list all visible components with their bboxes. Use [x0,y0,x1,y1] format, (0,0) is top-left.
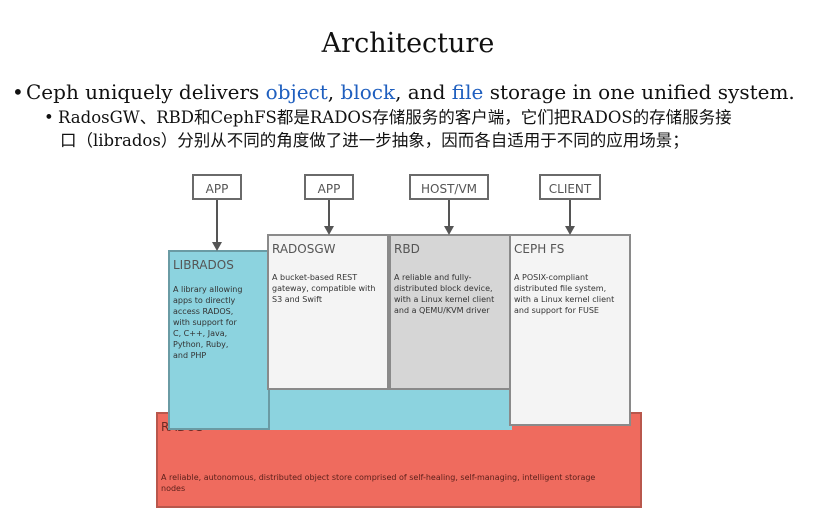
rbd-block: RBD A reliable and fully- distributed bl… [389,234,511,390]
rbd-desc-line: distributed block device, [394,284,493,293]
bullet1-text-end: storage in one unified system. [483,80,795,104]
librados-desc-line: A library allowing [173,285,243,294]
arrow-app-to-librados [216,200,218,243]
keyword-file: file [451,80,484,104]
bullet-dot: • [12,80,24,104]
keyword-block: block [340,80,396,104]
top-box-host-vm: HOST/VM [409,174,489,200]
cephfs-desc-line: and support for FUSE [514,306,599,315]
librados-desc-line: C, C++, Java, [173,329,228,338]
cephfs-label: CEPH FS [514,242,565,256]
arrow-head [565,226,575,235]
cephfs-block: CEPH FS A POSIX-compliant distributed fi… [509,234,631,426]
rbd-desc-line: with a Linux kernel client [394,295,495,304]
librados-desc-line: access RADOS, [173,307,234,316]
radosgw-desc-line: gateway, compatible with [272,284,376,293]
top-box-client: CLIENT [539,174,601,200]
bullet2-line1-text: RadosGW、RBD和CephFS都是RADOS存储服务的客户端，它们把RAD… [58,108,732,127]
radosgw-desc-line: S3 and Swift [272,295,322,304]
librados-desc-line: and PHP [173,351,207,360]
top-box-app-2: APP [304,174,354,200]
arrow-head [324,226,334,235]
librados-desc-line: Python, Ruby, [173,340,229,349]
librados-desc-line: apps to directly [173,296,236,305]
bullet-clients-description: •RadosGW、RBD和CephFS都是RADOS存储服务的客户端，它们把RA… [44,106,814,152]
rbd-description: A reliable and fully- distributed block … [394,272,494,316]
rados-desc-line: nodes [161,484,186,493]
librados-label: LIBRADOS [173,258,234,272]
librados-description: A library allowing apps to directly acce… [173,284,242,361]
rbd-label: RBD [394,242,420,256]
rbd-desc-line: and a QEMU/KVM driver [394,306,490,315]
ceph-architecture-diagram: APP APP HOST/VM CLIENT RADOS A reliable,… [150,168,650,513]
rbd-desc-line: A reliable and fully- [394,273,472,282]
bullet1-text-start: Ceph uniquely delivers [26,80,266,104]
arrow-head [212,242,222,251]
arrow-host-to-rbd [448,200,450,227]
cephfs-desc-line: with a Linux kernel client [514,295,615,304]
bullet-unified-storage: •Ceph uniquely delivers object, block, a… [12,80,812,104]
radosgw-desc-line: A bucket-based REST [272,273,358,282]
slide-title: Architecture [321,28,495,59]
arrow-client-to-cephfs [569,200,571,227]
bullet2-line1: •RadosGW、RBD和CephFS都是RADOS存储服务的客户端，它们把RA… [44,106,814,129]
librados-desc-line: with support for [173,318,237,327]
cephfs-desc-line: distributed file system, [514,284,607,293]
radosgw-description: A bucket-based REST gateway, compatible … [272,272,375,305]
bullet2-line2: 口（librados）分别从不同的角度做了进一步抽象，因而各自适用于不同的应用场… [60,131,689,150]
arrow-app-to-radosgw [328,200,330,227]
arrow-head [444,226,454,235]
keyword-object: object [265,80,328,104]
rados-description: A reliable, autonomous, distributed obje… [161,472,595,494]
radosgw-block: RADOSGW A bucket-based REST gateway, com… [267,234,389,390]
rados-desc-line: A reliable, autonomous, distributed obje… [161,473,596,482]
bullet1-sep2: , and [395,80,452,104]
bullet1-sep1: , [327,80,341,104]
radosgw-label: RADOSGW [272,242,336,256]
bullet-dot: • [44,108,54,127]
cephfs-description: A POSIX-compliant distributed file syste… [514,272,614,316]
librados-block: LIBRADOS A library allowing apps to dire… [168,250,270,430]
cephfs-desc-line: A POSIX-compliant [514,273,589,282]
top-box-app-1: APP [192,174,242,200]
